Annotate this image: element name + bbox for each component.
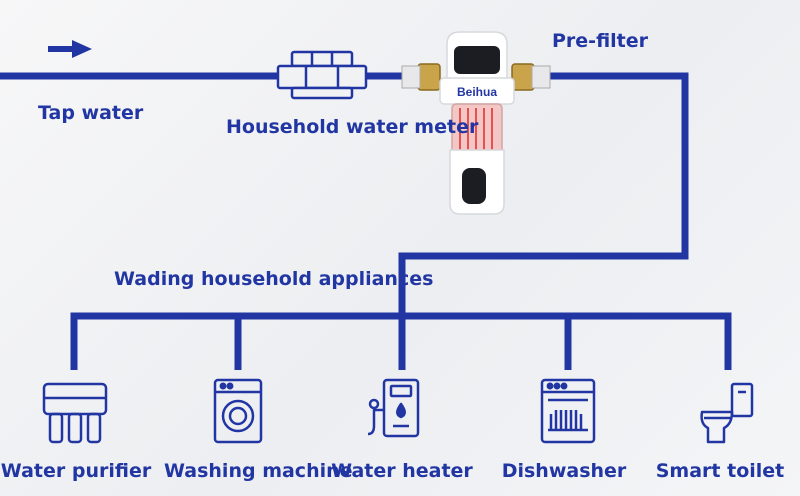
water-meter-label: Household water meter	[226, 116, 479, 138]
brand-label: Beihua	[457, 85, 497, 99]
appliance-label-dishwasher: Dishwasher	[501, 460, 627, 482]
flow-arrow-icon	[48, 40, 92, 58]
water-meter-icon	[276, 50, 368, 100]
pre-filter-device: Beihua	[401, 31, 551, 215]
tap-water-label: Tap water	[38, 102, 144, 124]
dishwasher-icon	[540, 378, 596, 444]
distribution-pipe	[70, 312, 732, 370]
appliance-label-water-heater: Water heater	[331, 460, 473, 482]
appliance-label-water-purifier: Water purifier	[0, 460, 152, 482]
appliances-header-label: Wading household appliances	[114, 268, 434, 290]
pre-filter-label: Pre-filter	[552, 30, 649, 52]
water-purifier-icon	[42, 382, 108, 444]
appliance-label-smart-toilet: Smart toilet	[655, 460, 785, 482]
appliance-label-washing-machine: Washing machine	[164, 460, 353, 482]
water-heater-icon	[367, 378, 420, 438]
washing-machine-icon	[213, 378, 263, 444]
smart-toilet-icon	[700, 382, 754, 444]
